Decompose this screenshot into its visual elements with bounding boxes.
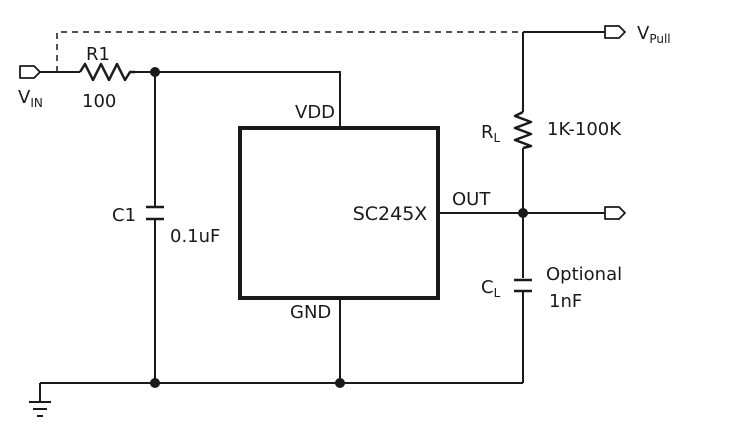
cl-ref-main: C xyxy=(481,277,494,298)
vpull-label-main: V xyxy=(637,23,650,44)
ic-name: SC245X xyxy=(353,203,428,225)
r1-ref: R1 xyxy=(86,44,110,65)
vin-label-sub: IN xyxy=(30,96,43,110)
dashed-link xyxy=(56,31,523,72)
wires xyxy=(39,31,605,402)
r1-value: 100 xyxy=(82,91,116,112)
pin-gnd-label: GND xyxy=(290,302,331,323)
pin-out-label: OUT xyxy=(452,189,491,210)
pin-vdd-label: VDD xyxy=(295,102,335,123)
junction-dot xyxy=(150,67,160,77)
vin-port-icon xyxy=(19,65,41,79)
ground-icon xyxy=(29,401,51,417)
wire-r1-vdd xyxy=(135,71,341,128)
out-port-icon xyxy=(604,206,626,220)
rl-ref-main: R xyxy=(481,122,494,143)
cl-value-line1: Optional xyxy=(546,264,622,285)
vpull-label-sub: Pull xyxy=(649,32,670,46)
cl-value-line2: 1nF xyxy=(549,291,582,312)
resistor-r1 xyxy=(78,62,135,82)
vin-label: VIN xyxy=(18,87,43,110)
junction-dot xyxy=(335,378,345,388)
capacitor-cl xyxy=(514,278,532,293)
resistor-rl xyxy=(513,110,533,150)
junction-dot xyxy=(150,378,160,388)
junction-dot xyxy=(518,208,528,218)
capacitor-c1 xyxy=(146,205,164,221)
c1-ref: C1 xyxy=(112,205,136,226)
vpull-port-icon xyxy=(604,25,626,39)
cl-ref: CL xyxy=(481,277,501,300)
cl-ref-sub: L xyxy=(494,286,501,300)
vpull-label: VPull xyxy=(637,23,671,46)
c1-value: 0.1uF xyxy=(170,226,220,247)
rl-ref-sub: L xyxy=(494,131,501,145)
ic-body xyxy=(238,126,440,300)
vin-label-main: V xyxy=(18,87,31,108)
rl-value: 1K-100K xyxy=(547,119,622,140)
rl-ref: RL xyxy=(481,122,501,145)
